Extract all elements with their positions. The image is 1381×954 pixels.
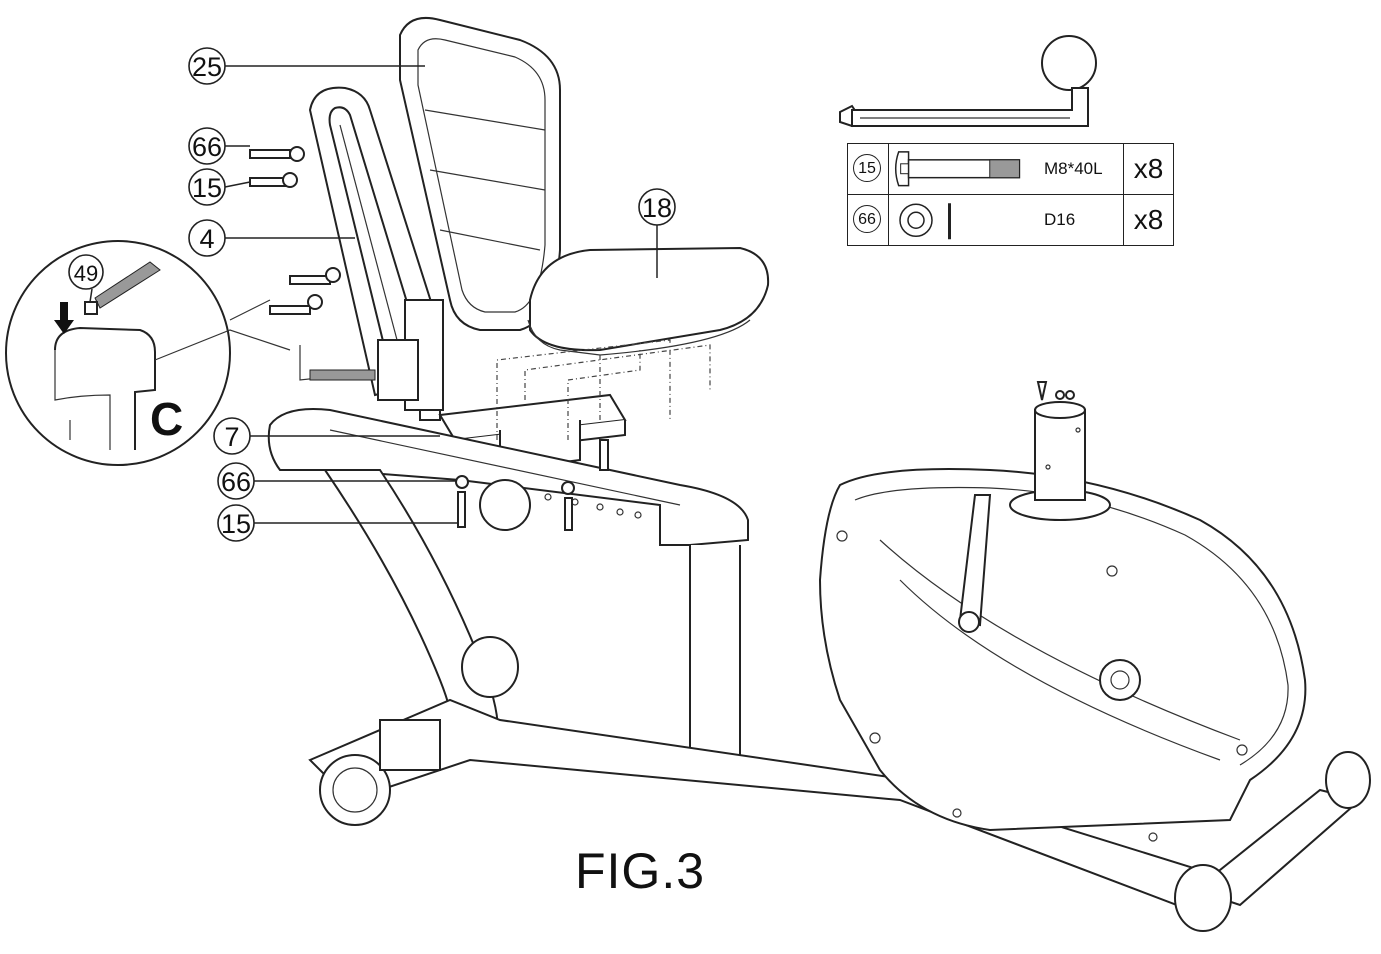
callout-4: 4 <box>188 219 355 257</box>
backrest-frame <box>308 86 444 421</box>
svg-text:25: 25 <box>192 52 222 82</box>
detail-label: C <box>150 393 183 445</box>
part-number-badge: 15 <box>853 154 881 182</box>
callout-7: 7 <box>213 417 440 455</box>
parts-row-bolt: 15 M8*40L x8 <box>848 144 1173 195</box>
tension-spring <box>299 345 376 381</box>
callout-66-upper: 66 <box>188 127 250 165</box>
svg-text:15: 15 <box>192 173 222 203</box>
seat-back-pad <box>399 16 561 331</box>
callout-66-lower: 66 <box>217 462 456 500</box>
washer-icon <box>899 202 951 239</box>
svg-text:66: 66 <box>192 132 222 162</box>
figure-label: FIG.3 <box>575 843 706 899</box>
main-frame <box>308 469 1212 912</box>
part-quantity: x8 <box>1123 144 1173 194</box>
part-spec: D16 <box>1044 209 1076 229</box>
svg-text:66: 66 <box>221 467 251 497</box>
callout-15-upper: 15 <box>188 168 251 206</box>
svg-text:49: 49 <box>74 261 98 286</box>
flywheel-shroud <box>818 468 1307 842</box>
console-mast <box>1009 381 1111 521</box>
part-spec: M8*40L <box>1044 159 1103 178</box>
svg-text:7: 7 <box>224 422 239 452</box>
callout-25: 25 <box>188 47 425 85</box>
rear-stabilizer <box>1174 751 1371 932</box>
detail-view-c: C <box>5 240 291 466</box>
svg-text:15: 15 <box>221 509 251 539</box>
part-quantity: x8 <box>1123 194 1173 245</box>
svg-text:4: 4 <box>199 224 214 254</box>
seat-cushion <box>527 246 770 356</box>
callout-15-lower: 15 <box>217 504 458 542</box>
hardware-parts-table: 15 M8*40L x8 66 D16 x8 <box>847 143 1174 246</box>
callout-18: 18 <box>638 188 676 278</box>
part-number-badge: 66 <box>853 204 881 233</box>
bolt-group-upper <box>249 146 341 315</box>
seat-rail <box>267 408 749 546</box>
allen-wrench-icon <box>839 35 1097 128</box>
callout-49: 49 <box>68 254 104 303</box>
svg-text:18: 18 <box>642 193 672 223</box>
parts-row-washer: 66 D16 x8 <box>848 194 1173 245</box>
bolt-icon <box>894 151 1021 187</box>
